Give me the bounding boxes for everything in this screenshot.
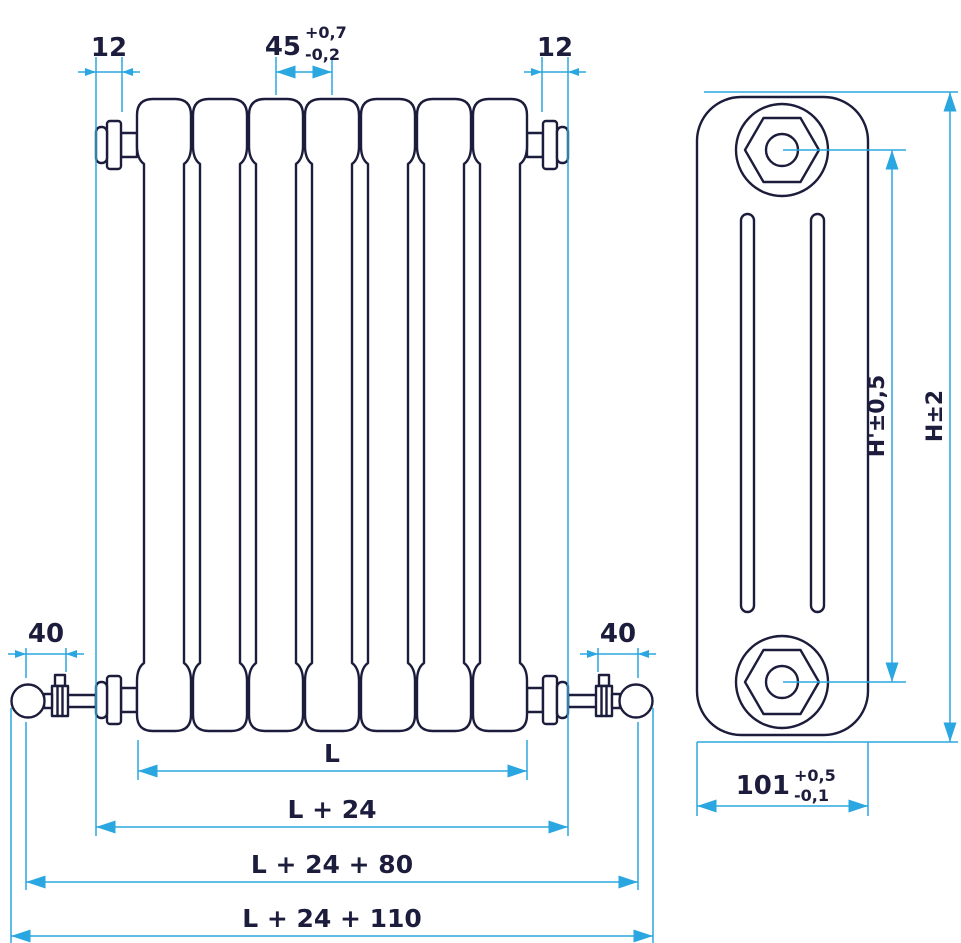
dim-depth-tol-plus: +0,5 [794,766,836,785]
dim-overall-length-value: L + 24 + 110 [242,904,422,933]
dim-offset-right: 12 [524,33,586,112]
dim-overall-length: L + 24 + 110 [10,708,654,943]
dim-length-plus-plugs: L + 24 [96,795,568,834]
drawing-lines [10,95,870,737]
radiator-section [415,97,473,733]
dimensions: 12 45 +0,7 -0,2 12 40 [8,23,958,943]
dim-overall-height-value: H±2 [923,390,948,442]
radiator-section [191,97,249,733]
front-view [10,97,654,733]
column-slot-right [809,212,826,614]
plug-top-right [525,119,570,171]
side-body [695,95,870,737]
dim-valve-length-right: 40 [580,619,656,678]
dim-section-pitch: 45 +0,7 -0,2 [265,23,347,95]
dim-length-plus-valves-value: L + 24 + 80 [251,850,413,879]
dim-section-pitch-value: 45 [265,32,301,62]
dim-offset-left: 12 [78,33,140,112]
dim-valve-left-value: 40 [28,619,64,649]
plug-top-left [94,119,139,171]
dim-center-height: H'±0,5 [783,149,906,683]
dim-center-height-value: H'±0,5 [865,375,890,458]
valve-bottom-right [566,673,654,719]
plug-bottom-right [525,674,570,726]
dim-length-value: L [324,739,340,768]
plug-bottom-left [94,674,139,726]
dim-depth-tol-minus: -0,1 [794,786,829,805]
radiator-section [303,97,361,733]
dim-length-plus-plugs-value: L + 24 [287,795,376,824]
side-view [695,95,870,737]
dim-depth: 101 +0,5 -0,1 [696,742,869,816]
dim-valve-right-value: 40 [600,619,636,649]
valve-bottom-left [10,673,98,719]
column-slot-left [739,212,756,614]
dim-length: L [137,739,528,780]
dim-section-pitch-tol-plus: +0,7 [305,23,347,42]
dim-length-plus-valves: L + 24 + 80 [25,722,639,890]
dim-valve-length-left: 40 [8,619,84,678]
dim-overall-height: H±2 [697,91,958,743]
radiator-section [359,97,417,733]
dim-offset-right-value: 12 [537,33,573,63]
radiator-section [247,97,305,733]
radiator-section [135,97,193,733]
dim-section-pitch-tol-minus: -0,2 [305,45,340,64]
dim-depth-value: 101 [736,771,790,801]
radiator-section [471,97,529,733]
dim-offset-left-value: 12 [91,33,127,63]
